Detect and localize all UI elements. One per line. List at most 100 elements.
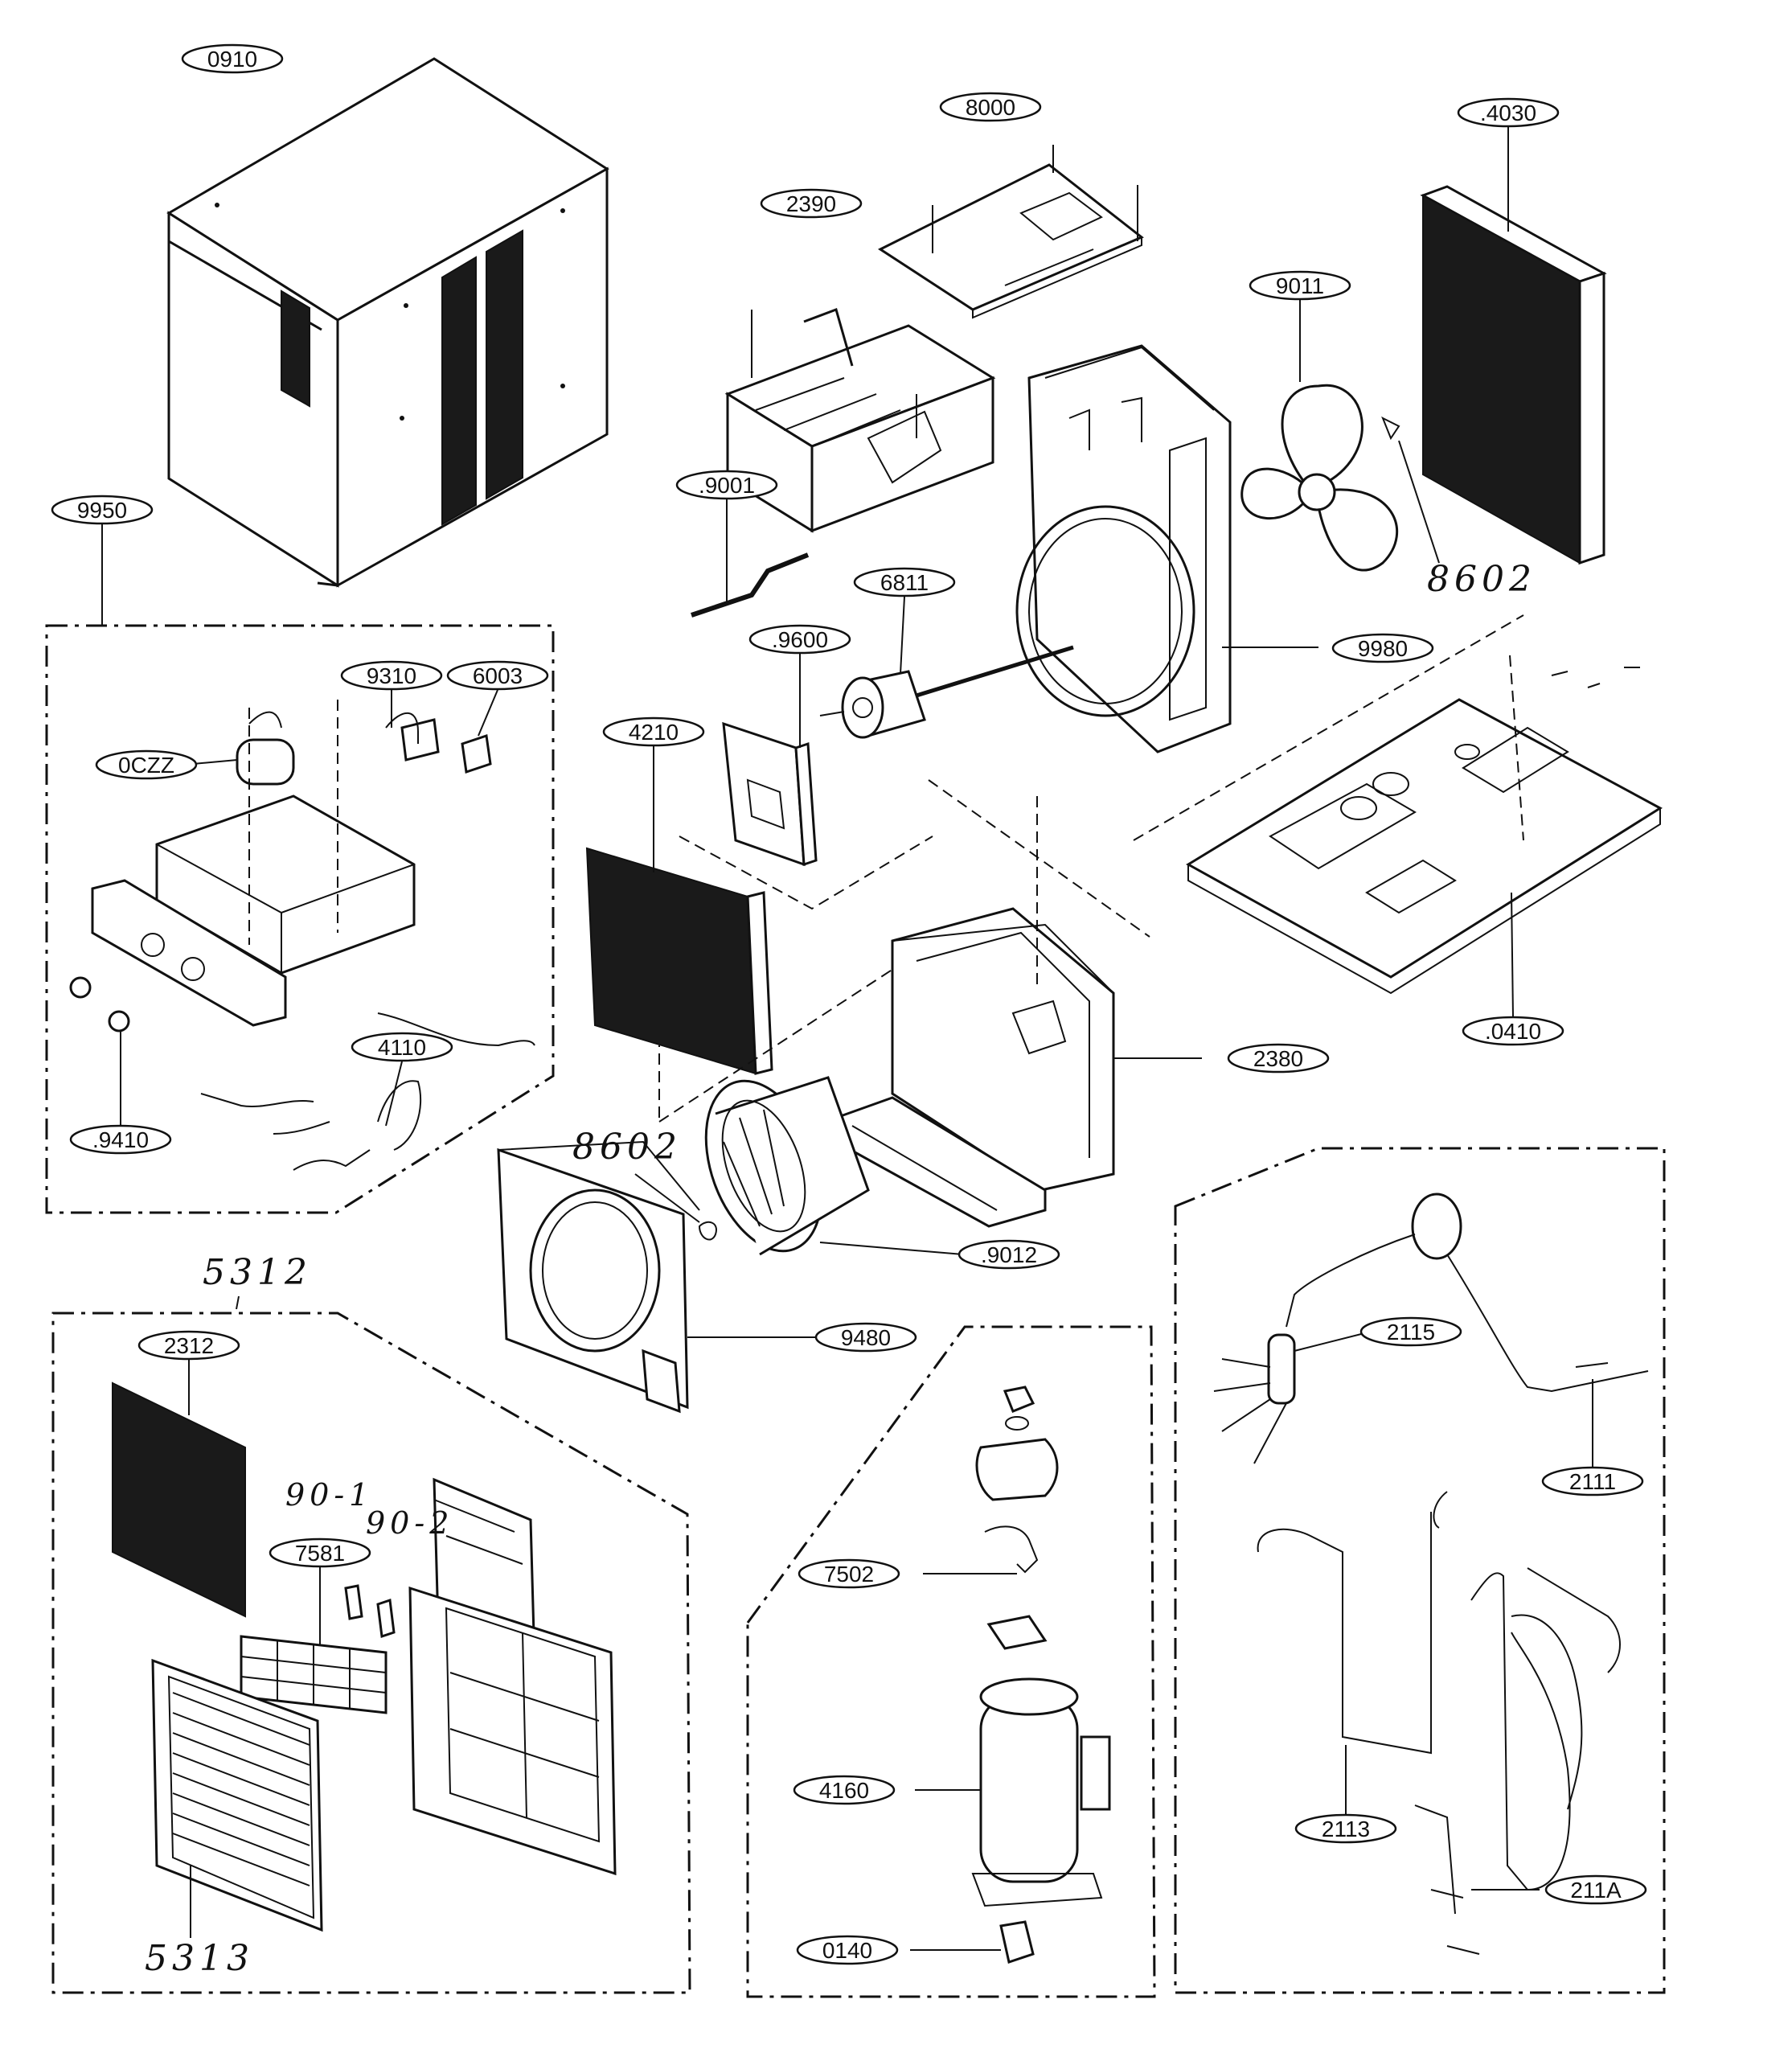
part-label-oval bbox=[796, 1935, 899, 1965]
part-label-oval bbox=[760, 188, 863, 219]
bracket-8000 bbox=[877, 145, 1144, 319]
part-label-oval bbox=[69, 1124, 172, 1155]
handwritten-8602-top: 8602 bbox=[1427, 559, 1536, 600]
part-label-0910: 0910 bbox=[181, 43, 284, 74]
part-label-oval bbox=[1331, 633, 1434, 663]
base-box-2380 bbox=[834, 779, 1202, 1228]
compressor-group bbox=[910, 1386, 1111, 1964]
part-label-text: 6003 bbox=[473, 663, 523, 688]
part-label-oval bbox=[351, 1032, 453, 1062]
part-label-text: .9410 bbox=[92, 1127, 149, 1152]
part-label-oval bbox=[137, 1330, 240, 1361]
motor-6811 bbox=[819, 596, 1074, 739]
part-label-oval bbox=[1227, 1043, 1330, 1074]
base-pan-0410 bbox=[1133, 614, 1663, 1018]
part-label-text: 211A bbox=[1570, 1878, 1622, 1903]
shroud-9980 bbox=[1015, 344, 1318, 753]
part-label-oval bbox=[853, 567, 956, 597]
part-label-oval bbox=[675, 470, 778, 500]
part-label-9001: .9001 bbox=[675, 470, 778, 500]
part-label-4210: 4210 bbox=[602, 716, 705, 747]
part-label-oval bbox=[269, 1537, 371, 1568]
part-label-text: 9480 bbox=[841, 1325, 891, 1350]
orifice-9480 bbox=[497, 1140, 820, 1414]
part-label-9012: .9012 bbox=[958, 1239, 1060, 1270]
condenser-4030 bbox=[1420, 127, 1607, 565]
part-label-oval bbox=[1541, 1466, 1644, 1496]
part-label-text: 4210 bbox=[629, 720, 679, 745]
part-label-text: 2380 bbox=[1253, 1046, 1303, 1071]
part-label-text: 7502 bbox=[824, 1562, 874, 1587]
part-label-9980: 9980 bbox=[1331, 633, 1434, 663]
part-label-4160: 4160 bbox=[793, 1775, 896, 1805]
front-grille-group-frame bbox=[51, 1312, 691, 1994]
part-label-9410: .9410 bbox=[69, 1124, 172, 1155]
part-label-text: .9012 bbox=[981, 1242, 1037, 1267]
part-label-oval bbox=[181, 43, 284, 74]
part-label-text: 7581 bbox=[295, 1541, 345, 1566]
front-grille-group-5312 bbox=[112, 1295, 617, 1938]
part-label-text: 2312 bbox=[164, 1333, 214, 1358]
handwritten-5312: 5312 bbox=[203, 1252, 312, 1293]
part-label-2111: 2111 bbox=[1541, 1466, 1644, 1496]
part-label-text: 9310 bbox=[367, 663, 416, 688]
part-label-oval bbox=[1457, 97, 1560, 128]
part-label-text: 0910 bbox=[207, 47, 257, 72]
part-label-text: 2113 bbox=[1322, 1817, 1370, 1841]
bracket-9600 bbox=[679, 653, 933, 910]
part-label-text: 4160 bbox=[819, 1778, 869, 1803]
part-label-text: 8000 bbox=[966, 95, 1015, 120]
part-label-text: 2111 bbox=[1569, 1469, 1616, 1494]
part-label-text: 4110 bbox=[378, 1035, 426, 1060]
part-label-oval bbox=[958, 1239, 1060, 1270]
part-label-oval bbox=[798, 1558, 900, 1589]
part-label-oval bbox=[939, 92, 1042, 122]
part-label-text: 2115 bbox=[1387, 1320, 1435, 1345]
part-label-oval bbox=[1249, 270, 1351, 301]
part-label-0CZZ: 0CZZ bbox=[95, 749, 198, 780]
handwritten-8602-mid: 8602 bbox=[572, 1127, 682, 1168]
part-label-2312: 2312 bbox=[137, 1330, 240, 1361]
part-label-text: .0410 bbox=[1485, 1019, 1541, 1044]
part-label-oval bbox=[814, 1322, 917, 1353]
tubing-group bbox=[1213, 1193, 1649, 1955]
part-label-oval bbox=[95, 749, 198, 780]
part-label-2380: 2380 bbox=[1227, 1043, 1330, 1074]
part-label-text: 0140 bbox=[822, 1938, 872, 1963]
part-label-2115: 2115 bbox=[1359, 1316, 1462, 1347]
part-label-2390: 2390 bbox=[760, 188, 863, 219]
part-label-text: 9980 bbox=[1358, 636, 1408, 661]
part-label-4030: .4030 bbox=[1457, 97, 1560, 128]
part-label-text: 2390 bbox=[786, 191, 836, 216]
part-label-text: 6811 bbox=[880, 570, 929, 595]
part-label-6003: 6003 bbox=[446, 660, 549, 691]
part-label-oval bbox=[1294, 1813, 1397, 1844]
part-label-text: .4030 bbox=[1480, 101, 1536, 125]
part-label-2113: 2113 bbox=[1294, 1813, 1397, 1844]
handwritten-5313: 5313 bbox=[145, 1938, 254, 1979]
compressor-group-frame bbox=[746, 1325, 1156, 1998]
part-number-labels: 0910 8000 .4030 2390 9011 9950 .9001 6811 .9600 9… bbox=[51, 43, 1647, 1965]
blower-wheel-9012 bbox=[634, 1076, 964, 1256]
rod-9001 bbox=[691, 499, 810, 618]
part-label-4110: 4110 bbox=[351, 1032, 453, 1062]
part-label-9310: 9310 bbox=[340, 660, 443, 691]
part-label-9950: 9950 bbox=[51, 495, 154, 525]
part-label-oval bbox=[793, 1775, 896, 1805]
handwritten-90-1: 90-1 bbox=[285, 1477, 373, 1513]
part-label-oval bbox=[1462, 1016, 1564, 1046]
control-box-group-frame bbox=[45, 624, 555, 1214]
control-box-9950 bbox=[69, 524, 535, 1171]
part-label-text: 9950 bbox=[77, 498, 127, 523]
part-label-text: 9011 bbox=[1276, 273, 1324, 298]
part-label-8000: 8000 bbox=[939, 92, 1042, 122]
part-label-oval bbox=[1359, 1316, 1462, 1347]
part-label-text: .9600 bbox=[772, 627, 828, 652]
part-label-0140: 0140 bbox=[796, 1935, 899, 1965]
part-label-oval bbox=[51, 495, 154, 525]
tubing-group-frame bbox=[1174, 1147, 1666, 1994]
part-label-oval bbox=[446, 660, 549, 691]
duct-2390 bbox=[724, 308, 996, 533]
